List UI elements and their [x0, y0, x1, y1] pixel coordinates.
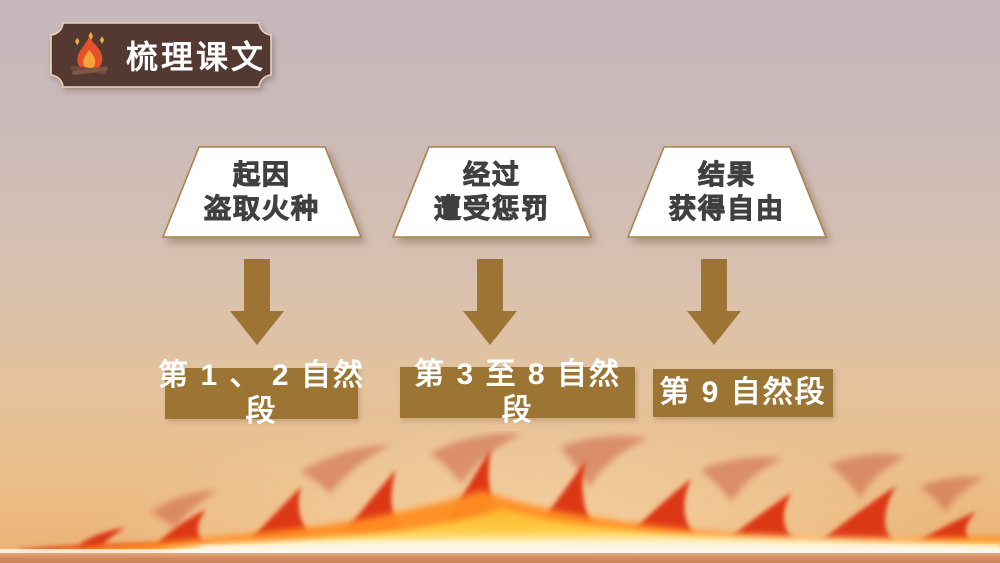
stage-2-title: 经过	[463, 160, 521, 191]
stage-3-title: 结果	[698, 160, 756, 191]
paragraph-range-box-1: 第 1 、 2 自然 段	[158, 359, 363, 428]
logs	[70, 65, 108, 76]
stage-1-subtitle: 盗取火种	[204, 194, 320, 225]
range-1-line2: 段	[245, 394, 278, 428]
down-arrow-icon	[463, 259, 517, 345]
slide-title: 梳理课文	[126, 39, 267, 75]
paragraph-range-box-3: 第 9 自然段	[653, 369, 833, 417]
down-arrow-icon	[230, 259, 284, 345]
title-badge: 梳理课文	[50, 22, 272, 88]
stage-1-title: 起因	[233, 160, 291, 191]
stage-2-subtitle: 遭受惩罚	[434, 194, 550, 225]
range-1-line1: 第 1 、 2 自然	[158, 358, 365, 392]
stage-trapezoid-3: 结果 获得自由	[627, 146, 827, 238]
range-3-line1: 第 9 自然段	[659, 376, 827, 409]
stage-trapezoid-1: 起因 盗取火种	[162, 146, 362, 238]
down-arrow-icon	[687, 259, 741, 345]
range-2-line2: 段	[501, 393, 534, 427]
stage-trapezoid-2: 经过 遭受惩罚	[392, 146, 592, 238]
paragraph-range-box-2: 第 3 至 8 自然 段	[400, 358, 635, 427]
campfire-icon	[70, 31, 108, 76]
flames-artwork	[20, 433, 1000, 553]
stage-3-subtitle: 获得自由	[669, 194, 785, 225]
ground-highlight-strip	[0, 549, 1000, 553]
range-2-line1: 第 3 至 8 自然	[414, 357, 621, 391]
ground-strip	[0, 553, 1000, 563]
